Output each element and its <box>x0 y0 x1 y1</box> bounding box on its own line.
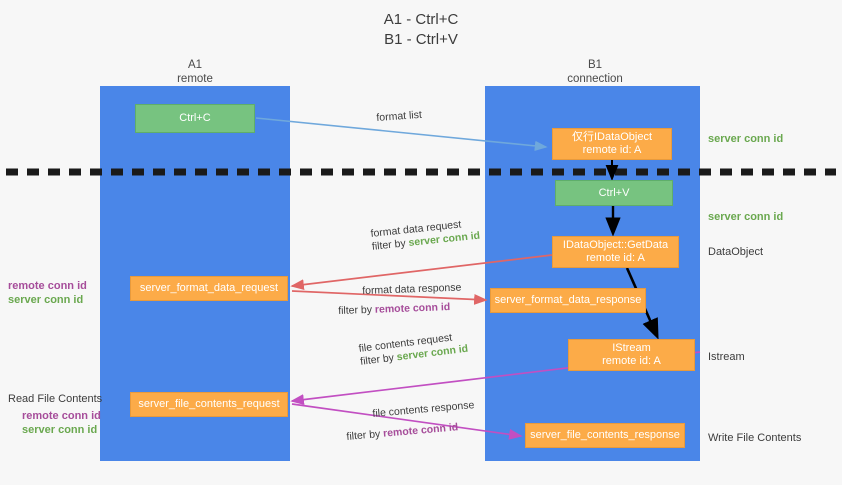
caption-format-data-response-text: format data response <box>362 281 462 297</box>
box-istream-line1: IStream <box>612 342 651 354</box>
caption-file-contents-response-text: file contents response <box>372 399 475 420</box>
caption-file-contents-request: file contents request filter by server c… <box>358 330 469 369</box>
box-idataobject-line2: remote id: A <box>582 144 642 156</box>
box-ctrl-c-label: Ctrl+C <box>179 112 211 124</box>
box-format-data-request-label: server_format_data_request <box>139 282 279 294</box>
caption-file-contents-response-filter: filter by remote conn id <box>346 421 459 444</box>
box-idataobject-getdata[interactable]: IDataObject::GetData remote id: A <box>552 236 679 268</box>
caption-file-contents-response: file contents response <box>372 399 475 421</box>
box-getdata-line1: IDataObject::GetData <box>562 239 669 251</box>
caption-fdreq-filter-prefix: filter by <box>371 237 410 253</box>
note-right-server-conn-top: server conn id <box>708 133 784 145</box>
caption-format-data-response-filter: filter by remote conn id <box>338 301 450 318</box>
box-istream-line2: remote id: A <box>602 355 661 367</box>
box-server-format-data-response[interactable]: server_format_data_response <box>490 288 646 313</box>
note-right-dataobject: DataObject <box>708 246 764 258</box>
lane-b1-role: connection <box>567 73 623 85</box>
caption-fdresp-filter-value: remote conn id <box>374 301 451 316</box>
note-left-server-conn-1: server conn id <box>8 294 84 306</box>
caption-fdresp-filter-prefix: filter by <box>338 303 376 317</box>
box-ctrl-v-label: Ctrl+V <box>598 186 630 199</box>
lane-b1-name: B1 <box>587 59 603 71</box>
lane-header-a1: A1 remote <box>135 58 255 86</box>
box-ctrl-c[interactable]: Ctrl+C <box>135 104 255 133</box>
title-line-2: B1 - Ctrl+V <box>384 31 458 48</box>
note-left-remote-conn-2: remote conn id <box>22 410 101 422</box>
caption-format-list: format list <box>376 109 422 125</box>
note-left-remote-conn-1: remote conn id <box>8 280 87 292</box>
caption-fcresp-filter-prefix: filter by <box>346 427 384 443</box>
note-left-conn-ids-1: remote conn id server conn id <box>8 279 100 307</box>
box-idataobject-line1: 仅行IDataObject <box>571 131 653 143</box>
box-file-contents-request-label: server_file_contents_request <box>138 398 280 410</box>
box-server-format-data-request[interactable]: server_format_data_request <box>130 276 288 301</box>
lane-a1-role: remote <box>177 73 213 85</box>
box-idataobject[interactable]: 仅行IDataObject remote id: A <box>552 128 672 160</box>
note-right-istream: Istream <box>708 351 745 363</box>
box-file-contents-response-label: server_file_contents_response <box>530 429 680 441</box>
box-server-file-contents-response[interactable]: server_file_contents_response <box>525 423 685 448</box>
note-right-write-file-contents: Write File Contents <box>708 432 802 444</box>
lane-a1-name: A1 <box>187 59 203 71</box>
note-left-read-file-header: Read File Contents <box>8 393 103 405</box>
box-getdata-line2: remote id: A <box>586 252 645 264</box>
box-format-data-response-label: server_format_data_response <box>494 294 642 306</box>
caption-format-data-response: format data response <box>362 282 462 298</box>
caption-format-data-request: format data request filter by server con… <box>370 217 481 254</box>
box-ctrl-v[interactable]: Ctrl+V <box>555 180 673 206</box>
lane-header-b1: B1 connection <box>535 58 655 86</box>
box-server-file-contents-request[interactable]: server_file_contents_request <box>130 392 288 417</box>
diagram-title: A1 - Ctrl+C B1 - Ctrl+V <box>0 10 842 50</box>
note-left-server-conn-2: server conn id <box>22 424 98 436</box>
caption-format-list-text: format list <box>376 108 423 124</box>
title-line-1: A1 - Ctrl+C <box>383 11 459 28</box>
caption-fcresp-filter-value: remote conn id <box>382 421 459 440</box>
note-left-read-file-contents: Read File Contents remote conn id server… <box>8 392 108 437</box>
note-right-server-conn-mid: server conn id <box>708 211 784 223</box>
box-istream[interactable]: IStream remote id: A <box>568 339 695 371</box>
